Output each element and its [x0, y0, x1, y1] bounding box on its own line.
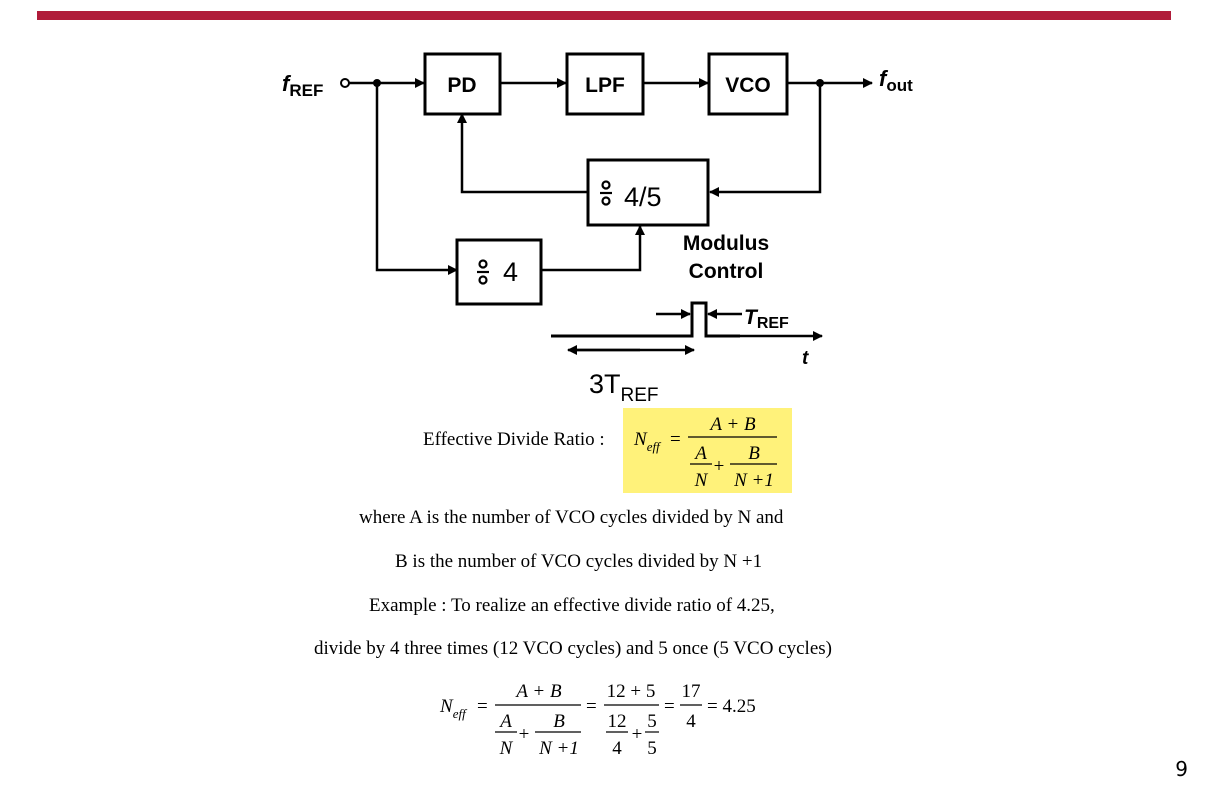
example-frac3-denominator: 4 [686, 711, 696, 732]
example-frac1-a-numerator: A [498, 711, 512, 732]
wire-divider-to-pd [457, 113, 588, 194]
dual-modulus-divider-label: 4/5 [624, 182, 662, 212]
lpf-block [565, 52, 645, 116]
junction-dot-output [816, 79, 824, 87]
wire-input-to-fixed-divider [375, 83, 458, 275]
formula-equals: = [670, 429, 681, 450]
explanation-line-2: B is the number of VCO cycles divided by… [395, 551, 763, 572]
pd-block [423, 52, 502, 116]
top-accent-bar [37, 11, 1171, 20]
example-result: = 4.25 [707, 696, 756, 717]
output-label: fout [879, 66, 913, 95]
vco-block [707, 52, 789, 116]
example-frac3-numerator: 17 [682, 681, 701, 702]
tref-label: TREF [744, 306, 789, 332]
formula-prefix: Effective Divide Ratio : [423, 429, 605, 450]
modulus-control-label-line1: Modulus [683, 232, 769, 255]
formula-den-b-denominator: N +1 [733, 470, 774, 491]
time-axis-label: t [802, 348, 809, 369]
divide-symbol-icon [600, 180, 612, 206]
formula-numerator: A + B [708, 414, 756, 435]
example-frac2-numerator: 12 + 5 [607, 681, 656, 702]
formula-den-b-numerator: B [748, 443, 760, 464]
junction-dot-input [373, 79, 381, 87]
explanation-line-1: where A is the number of VCO cycles divi… [359, 507, 784, 528]
divide-symbol-icon [477, 259, 489, 285]
dual-modulus-divider-block [586, 158, 710, 227]
formula-lhs: Neff [633, 429, 662, 454]
example-eq3: = [664, 696, 675, 717]
formula-den-a-denominator: N [694, 470, 709, 491]
example-eq2: = [586, 696, 597, 717]
example-lhs: Neff [439, 696, 468, 721]
example-frac1-b-numerator: B [553, 711, 565, 732]
lpf-label: LPF [585, 74, 625, 97]
example-frac1-numerator: A + B [514, 681, 562, 702]
example-frac1-a-denominator: N [499, 738, 514, 759]
example-frac1-plus: + [519, 724, 530, 745]
example-eq1: = [477, 696, 488, 717]
wire-feedback-to-divider [709, 83, 822, 197]
fixed-divider-block [455, 238, 543, 306]
example-frac2-b-numerator: 5 [647, 711, 657, 732]
page-number: 9 [1175, 757, 1188, 781]
example-frac2-a-numerator: 12 [608, 711, 627, 732]
wire-modulus-control [541, 225, 645, 272]
example-line-1: Example : To realize an effective divide… [369, 595, 775, 616]
example-frac2-b-denominator: 5 [647, 738, 657, 759]
example-line-2: divide by 4 three times (12 VCO cycles) … [314, 638, 832, 659]
modulus-control-label-line2: Control [689, 260, 764, 283]
example-frac1-b-denominator: N +1 [538, 738, 579, 759]
modulus-control-waveform [551, 301, 740, 338]
three-tref-label: 3TREF [589, 369, 659, 406]
formula-plus: + [714, 456, 725, 477]
fixed-divider-label: 4 [503, 257, 518, 287]
input-terminal [340, 78, 350, 88]
example-frac2-plus: + [632, 724, 643, 745]
formula-den-a-numerator: A [693, 443, 707, 464]
input-label: fREF [282, 71, 323, 100]
formula-highlight [623, 408, 792, 493]
vco-label: VCO [725, 74, 771, 97]
pd-label: PD [447, 74, 476, 97]
example-frac2-a-denominator: 4 [612, 738, 622, 759]
